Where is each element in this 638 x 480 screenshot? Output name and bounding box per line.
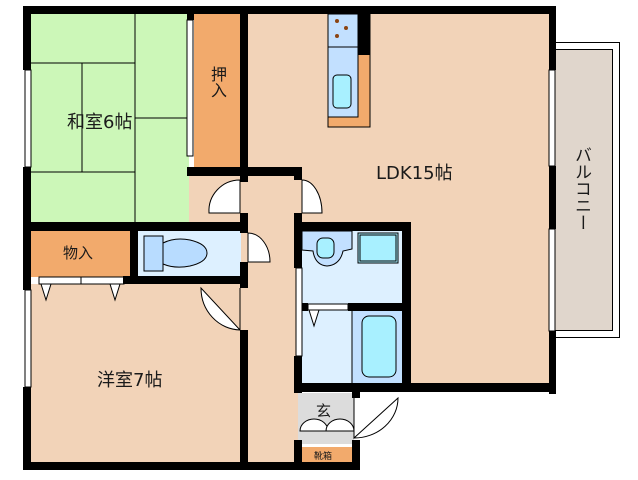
label-storage: 物入 [63,244,94,262]
wall-left [23,6,31,70]
wall-right-mid [549,166,556,229]
shoe-box [302,447,352,463]
tatami-lines [31,14,187,222]
wall-corridor-right-top [294,167,302,180]
wall-corridor-right-2 [294,356,302,393]
wall-right-bottom [549,331,556,394]
wall-oshiire-left [187,6,194,20]
wall-corridor-left-3 [240,330,248,470]
label-shoebox: 靴箱 [314,452,333,462]
wall-corridor-left-2 [240,262,248,288]
label-ldk: LDK15帖 [376,163,453,184]
wall-oshiire-bottom [187,167,248,176]
wall-corridor-top [240,167,302,176]
room-youshitsu [31,284,241,464]
room-genkan [298,393,354,444]
wall-genkan-right [352,440,360,470]
wall-corridor-left [240,213,248,233]
label-balcony: バルコニー [571,146,591,231]
room-storage [31,231,131,277]
wall-genkan-bottom [294,462,360,470]
label-washitsu: 和室6帖 [67,112,133,133]
label-genkan: 玄 [316,402,332,420]
wall-bath-divider [348,303,411,311]
wall-right-top [549,6,556,70]
wall-left-3 [23,387,31,470]
wall-bottom [23,462,306,470]
wall-toilet-bottom [123,276,248,284]
room-oshiire [194,12,240,168]
wall-genkan-right-top [352,392,360,398]
wall-ldk-bottom [294,383,556,392]
wall-bath-divider-left [302,303,308,311]
wall-genkan-left [294,440,302,470]
wall-storage-divider [130,222,138,284]
room-balcony [554,49,613,331]
wall-washroom-top [294,222,411,231]
wall-corridor-right [294,213,302,268]
wall-top [23,6,555,14]
label-youshitsu: 洋室7帖 [97,370,163,391]
wall-oshiire-right [240,6,248,182]
label-oshiire: 押入 [208,66,227,98]
